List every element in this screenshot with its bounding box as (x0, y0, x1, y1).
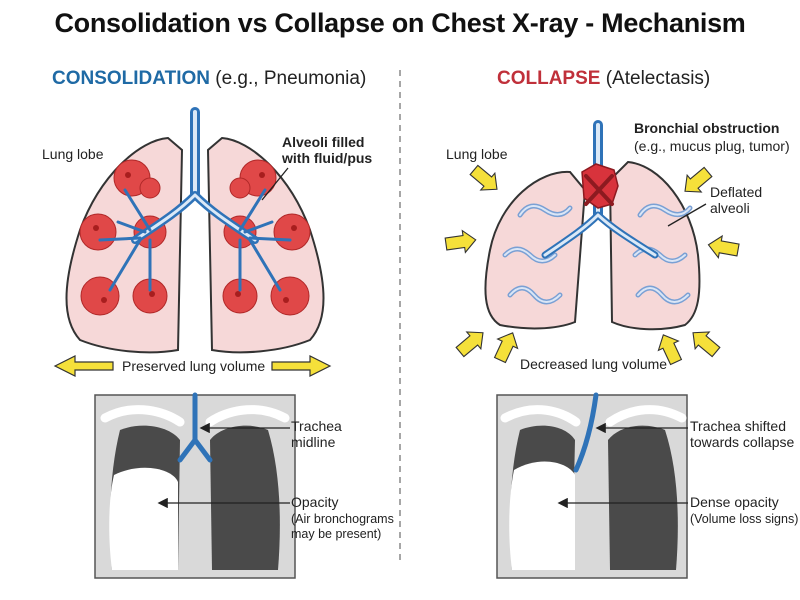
collapse-deflated-label-2: alveoli (710, 200, 750, 216)
consolidation-volume-label: Preserved lung volume (122, 358, 266, 374)
inward-arrow (493, 332, 519, 364)
consolidation-heading: CONSOLIDATION (e.g., Pneumonia) (52, 68, 366, 90)
inward-arrow (657, 334, 683, 366)
consolidation-alveoli-label-2: with fluid/pus (282, 150, 373, 166)
consolidation-xray (94, 392, 296, 579)
collapse-deflated-label-1: Deflated (710, 184, 763, 200)
collapse-heading-key: COLLAPSE (497, 68, 601, 89)
collapse-inward-arrows (444, 164, 740, 366)
consolidation-bronchi (98, 107, 292, 292)
collapse-trachea-label-2: towards collapse (690, 434, 795, 450)
collapse-dense-opacity (509, 461, 575, 570)
collapse-deflated-leader (667, 203, 707, 227)
inward-arrow (469, 164, 498, 191)
collapse-lungs (444, 120, 740, 366)
consolidation-lung-lobe-label: Lung lobe (42, 146, 104, 162)
inward-arrow (455, 331, 484, 358)
collapse-right-lung (608, 160, 701, 331)
collapse-volume-label: Decreased lung volume (520, 356, 668, 372)
bronchial-obstruction-marker (581, 163, 619, 209)
consolidation-heading-rest: (e.g., Pneumonia) (209, 68, 367, 89)
page-title: Consolidation vs Collapse on Chest X-ray… (54, 8, 746, 38)
collapse-trachea-label-1: Trachea shifted (690, 418, 786, 434)
inward-arrow (692, 331, 721, 358)
consolidation-trachea-label-2: midline (291, 434, 336, 450)
consolidation-opacity (109, 467, 178, 570)
consolidation-heading-key: CONSOLIDATION (52, 68, 210, 89)
collapse-xray (496, 392, 688, 579)
consolidation-opacity-note-2: may be present) (291, 527, 382, 541)
consolidation-opacity-label: Opacity (291, 494, 339, 510)
collapse-left-lung (484, 170, 587, 330)
consolidation-lungs (53, 107, 332, 377)
collapse-lung-lobe-label: Lung lobe (446, 146, 508, 162)
collapse-opacity-label: Dense opacity (690, 494, 779, 510)
inward-arrow (684, 166, 713, 193)
consolidation-alveoli-label-1: Alveoli filled (282, 134, 365, 150)
consolidation-trachea-label-1: Trachea (291, 418, 342, 434)
collapse-obstruction-note: (e.g., mucus plug, tumor) (634, 138, 790, 154)
collapse-heading: COLLAPSE (Atelectasis) (497, 68, 710, 90)
collapse-shifted-trachea (573, 392, 599, 473)
collapse-heading-rest: (Atelectasis) (600, 68, 711, 89)
inward-arrow (707, 234, 740, 260)
inward-arrow (444, 229, 477, 254)
consolidation-trachea (177, 392, 213, 463)
preserved-volume-arrow (53, 355, 332, 377)
collapse-obstruction-label: Bronchial obstruction (634, 120, 780, 136)
collapse-opacity-note: (Volume loss signs) (690, 512, 799, 526)
consolidation-alveoli-leader (261, 167, 289, 201)
consolidation-opacity-note-1: (Air bronchograms (291, 512, 394, 526)
